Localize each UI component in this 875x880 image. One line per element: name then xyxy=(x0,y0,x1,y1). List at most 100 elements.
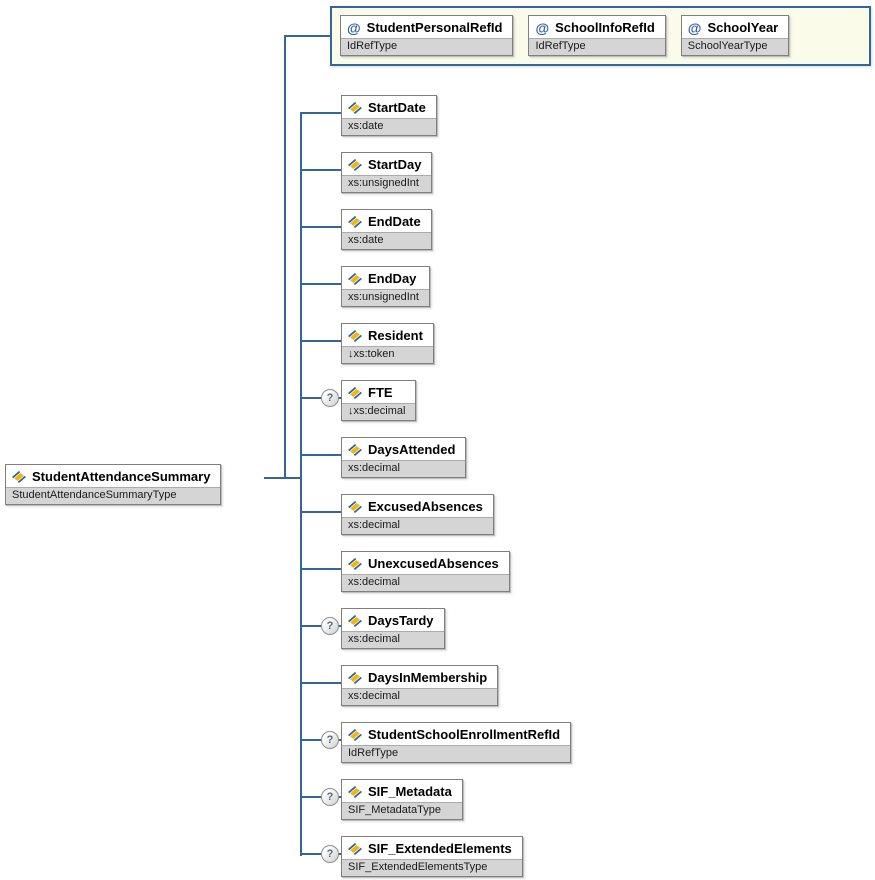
attribute-type: SchoolYearType xyxy=(681,38,789,55)
element-type: xs:decimal xyxy=(342,631,444,648)
element-node[interactable]: EndDay xs:unsignedInt xyxy=(341,266,430,307)
element-name-row: StudentSchoolEnrollmentRefId xyxy=(342,723,571,745)
root-connector-line xyxy=(264,477,302,479)
child-connector-line xyxy=(300,511,341,513)
element-name: Resident xyxy=(368,328,423,343)
element-name-row: FTE xyxy=(342,381,416,403)
root-element-type: StudentAttendanceSummaryType xyxy=(6,487,221,504)
element-type: xs:date xyxy=(342,118,436,135)
attribute-name-row: @ StudentPersonalRefId xyxy=(341,16,513,38)
attribute-name-row: @ SchoolYear xyxy=(681,16,789,38)
child-connector-line xyxy=(300,568,341,570)
attribute-group: @ StudentPersonalRefId IdRefType @ Schoo… xyxy=(330,6,871,66)
element-node[interactable]: StartDay xs:unsignedInt xyxy=(341,152,433,193)
element-type: xs:decimal xyxy=(342,688,498,705)
element-node[interactable]: UnexcusedAbsences xs:decimal xyxy=(341,551,510,592)
element-node[interactable]: EndDate xs:date xyxy=(341,209,432,250)
child-connector-line xyxy=(300,340,341,342)
element-type: xs:decimal xyxy=(342,517,493,534)
element-name: SIF_Metadata xyxy=(368,784,452,799)
element-name: UnexcusedAbsences xyxy=(368,556,499,571)
element-name-row: DaysAttended xyxy=(342,438,466,460)
attribute-name: StudentPersonalRefId xyxy=(366,20,503,35)
element-type: xs:unsignedInt xyxy=(342,175,432,192)
attribute-branch-hline xyxy=(284,35,330,37)
optional-indicator-icon: ? xyxy=(321,731,339,749)
element-type: xs:date xyxy=(342,232,431,249)
element-name-row: Resident xyxy=(342,324,433,346)
element-icon xyxy=(348,785,362,798)
attribute-name-row: @ SchoolInfoRefId xyxy=(529,16,665,38)
element-icon xyxy=(348,272,362,285)
element-node[interactable]: DaysAttended xs:decimal xyxy=(341,437,467,478)
child-connector-line xyxy=(300,625,341,627)
element-icon xyxy=(348,557,362,570)
element-node[interactable]: Resident ↓xs:token xyxy=(341,323,434,364)
root-element-node[interactable]: StudentAttendanceSummary StudentAttendan… xyxy=(5,464,222,505)
optional-indicator-icon: ? xyxy=(321,845,339,863)
attribute-node[interactable]: @ StudentPersonalRefId IdRefType xyxy=(340,15,514,56)
element-node[interactable]: FTE ↓xs:decimal xyxy=(341,380,417,421)
attribute-node[interactable]: @ SchoolYear SchoolYearType xyxy=(680,15,790,56)
element-type: SIF_ExtendedElementsType xyxy=(342,859,522,876)
element-name: EndDay xyxy=(368,271,417,286)
attribute-node[interactable]: @ SchoolInfoRefId IdRefType xyxy=(528,15,666,56)
element-name-row: DaysTardy xyxy=(342,609,444,631)
element-name-row: DaysInMembership xyxy=(342,666,498,688)
element-name-row: ExcusedAbsences xyxy=(342,495,493,517)
element-icon xyxy=(348,842,362,855)
child-connector-line xyxy=(300,169,341,171)
element-type: xs:decimal xyxy=(342,460,466,477)
element-icon xyxy=(348,215,362,228)
optional-indicator-icon: ? xyxy=(321,389,339,407)
element-node[interactable]: StudentSchoolEnrollmentRefId IdRefType xyxy=(341,722,572,763)
element-node[interactable]: SIF_Metadata SIF_MetadataType xyxy=(341,779,463,820)
element-icon xyxy=(348,329,362,342)
element-node[interactable]: SIF_ExtendedElements SIF_ExtendedElement… xyxy=(341,836,523,877)
element-node[interactable]: StartDate xs:date xyxy=(341,95,437,136)
attribute-at-icon: @ xyxy=(535,19,550,36)
element-name-row: EndDate xyxy=(342,210,431,232)
element-icon xyxy=(348,158,362,171)
element-node[interactable]: DaysInMembership xs:decimal xyxy=(341,665,499,706)
element-name-row: StartDate xyxy=(342,96,436,118)
element-icon xyxy=(348,671,362,684)
root-name-row: StudentAttendanceSummary xyxy=(6,465,221,487)
element-node[interactable]: ExcusedAbsences xs:decimal xyxy=(341,494,494,535)
child-connector-line xyxy=(300,454,341,456)
element-name: StartDay xyxy=(368,157,422,172)
element-type: xs:unsignedInt xyxy=(342,289,429,306)
attribute-name: SchoolInfoRefId xyxy=(555,20,655,35)
element-name: SIF_ExtendedElements xyxy=(368,841,512,856)
element-type: SIF_MetadataType xyxy=(342,802,462,819)
root-element-name: StudentAttendanceSummary xyxy=(32,469,211,484)
optional-indicator-icon: ? xyxy=(321,788,339,806)
element-name-row: EndDay xyxy=(342,267,429,289)
attribute-name: SchoolYear xyxy=(707,20,779,35)
element-type: ↓xs:decimal xyxy=(342,403,416,420)
child-connector-line xyxy=(300,796,341,798)
element-type: ↓xs:token xyxy=(342,346,433,363)
attribute-at-icon: @ xyxy=(347,19,361,36)
element-icon xyxy=(348,101,362,114)
element-name-row: StartDay xyxy=(342,153,432,175)
element-name: DaysTardy xyxy=(368,613,434,628)
child-connector-line xyxy=(300,853,341,855)
element-type: IdRefType xyxy=(342,745,571,762)
child-connector-line xyxy=(300,283,341,285)
element-icon xyxy=(348,443,362,456)
child-connector-line xyxy=(300,112,341,114)
element-name: StudentSchoolEnrollmentRefId xyxy=(368,727,561,742)
element-name-row: UnexcusedAbsences xyxy=(342,552,509,574)
element-name: StartDate xyxy=(368,100,426,115)
element-name: FTE xyxy=(368,385,393,400)
child-connector-line xyxy=(300,397,341,399)
children-trunk-line xyxy=(300,113,302,856)
element-icon xyxy=(348,386,362,399)
element-node[interactable]: DaysTardy xs:decimal xyxy=(341,608,445,649)
element-icon xyxy=(348,500,362,513)
optional-indicator-icon: ? xyxy=(321,617,339,635)
child-connector-line xyxy=(300,682,341,684)
element-name-row: SIF_Metadata xyxy=(342,780,462,802)
